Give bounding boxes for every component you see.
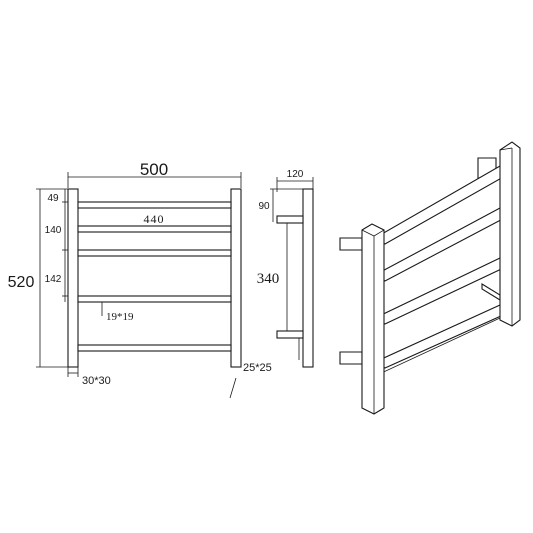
gap2-label: 142 (45, 274, 62, 285)
iso-right-post-top (499, 147, 513, 151)
depth-label: 120 (287, 169, 304, 180)
iso-left-post-top-left (361, 229, 375, 237)
back-stub-top (339, 237, 363, 251)
top-gap-label: 49 (47, 193, 59, 204)
side-post (302, 188, 314, 368)
iso-left-post (361, 223, 385, 415)
left-post (67, 188, 79, 368)
back-stub-bottom (339, 351, 363, 365)
width-label: 500 (140, 160, 168, 179)
iso-left-post-top-right (373, 229, 385, 237)
bar-5 (77, 344, 232, 352)
bracket-spacing-label: 340 (257, 271, 280, 287)
side-view: 120 90 340 25*25 (229, 169, 314, 399)
gap1-label: 140 (45, 225, 62, 236)
bar-length-label: 440 (144, 212, 165, 226)
iso-bar-4-shadow (374, 317, 501, 377)
bar-4 (77, 295, 232, 303)
bracket-label: 90 (258, 201, 270, 212)
iso-bar-3-underside (481, 283, 501, 301)
bracket-section-label: 25*25 (243, 362, 272, 374)
right-post (230, 188, 242, 368)
post-section-label: 30*30 (82, 375, 111, 387)
bar-section-label: 19*19 (106, 311, 134, 323)
bar-1 (77, 201, 232, 209)
top-bracket (276, 215, 304, 224)
bar-2 (77, 225, 232, 233)
iso-right-post (499, 141, 521, 327)
bottom-bracket (276, 330, 304, 339)
height-label: 520 (8, 274, 35, 291)
section-slash-mark (229, 377, 237, 399)
isometric-view (339, 141, 521, 415)
front-view: 500 440 520 49 140 142 19*19 30*30 (8, 160, 242, 387)
iso-bar-1 (373, 165, 514, 245)
bar-3 (77, 249, 232, 257)
